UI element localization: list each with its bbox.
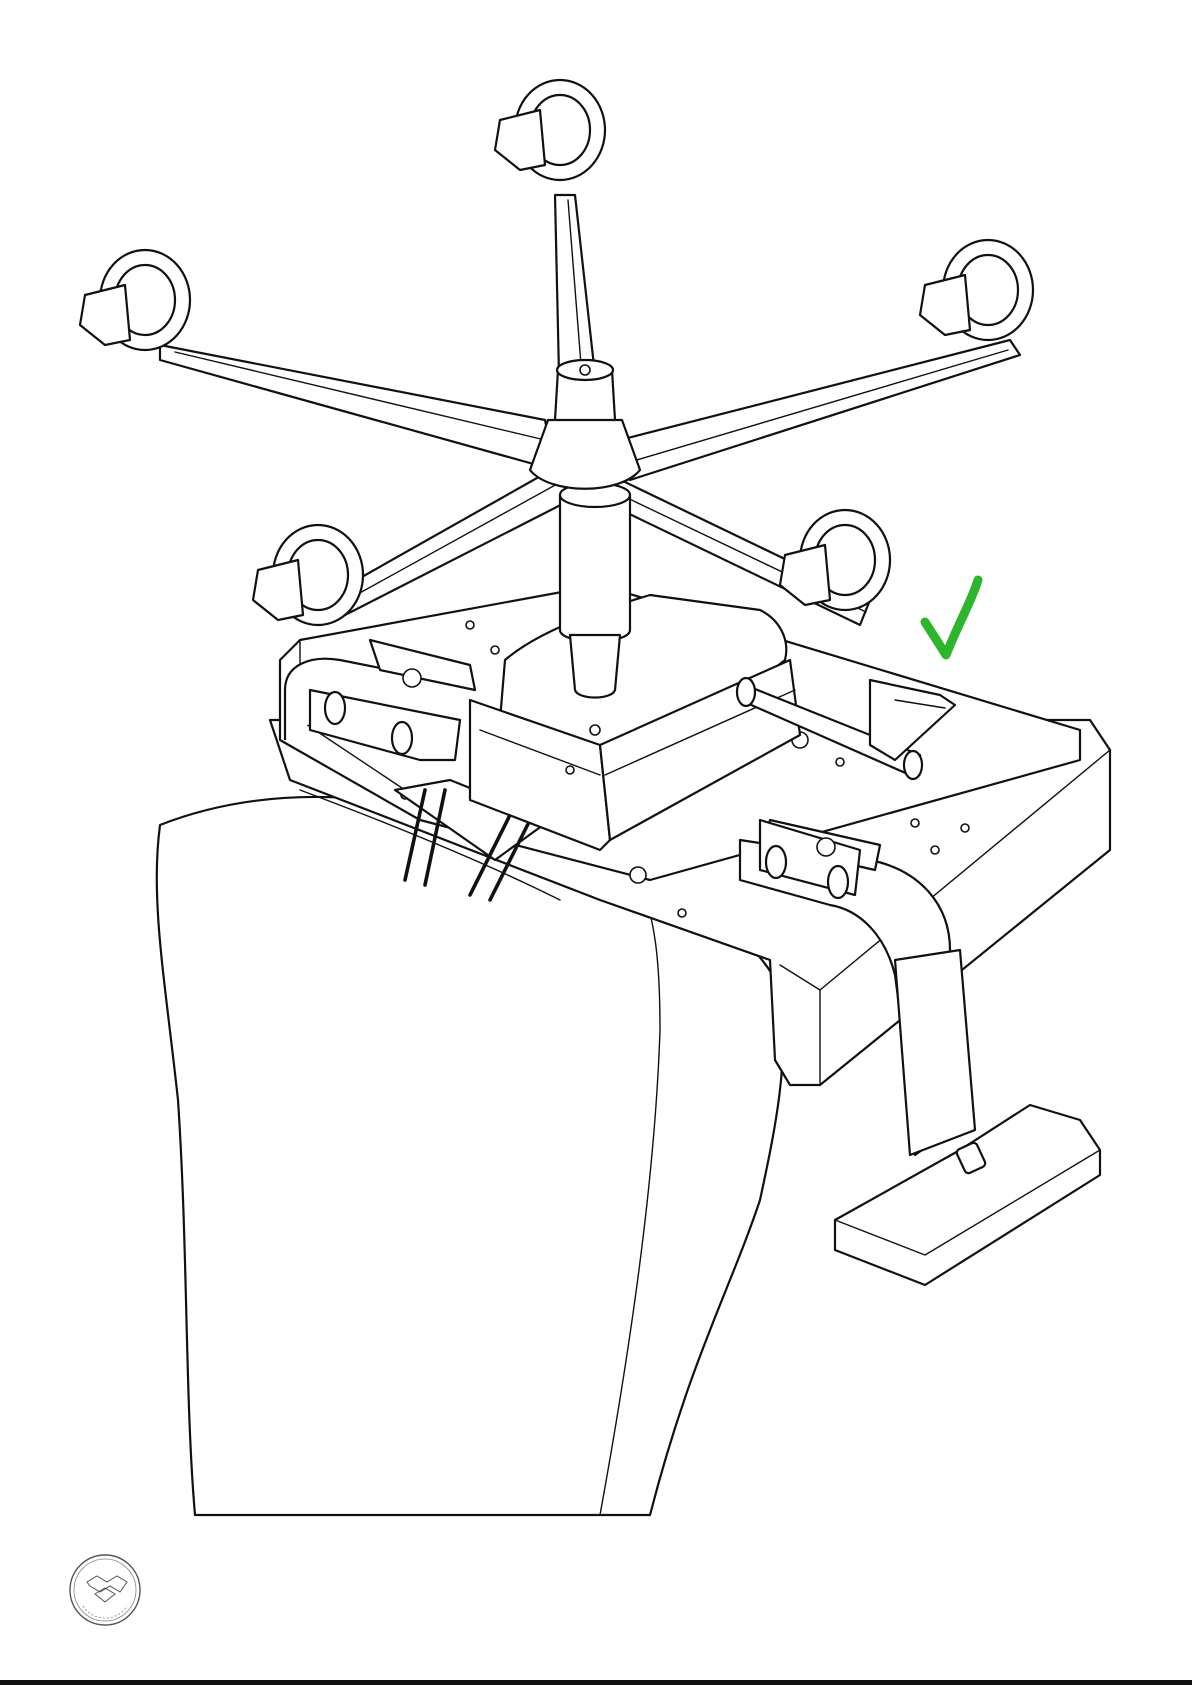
caster-wheel-front-right (780, 510, 890, 610)
page-bottom-border (0, 1680, 1192, 1685)
caster-wheel-back-left (80, 250, 190, 350)
checkmark-icon (925, 580, 978, 655)
caster-wheel-back (495, 80, 605, 180)
caster-wheel-front-left (253, 525, 363, 625)
caster-wheel-right (920, 240, 1033, 340)
brand-seal-icon (70, 1555, 140, 1625)
